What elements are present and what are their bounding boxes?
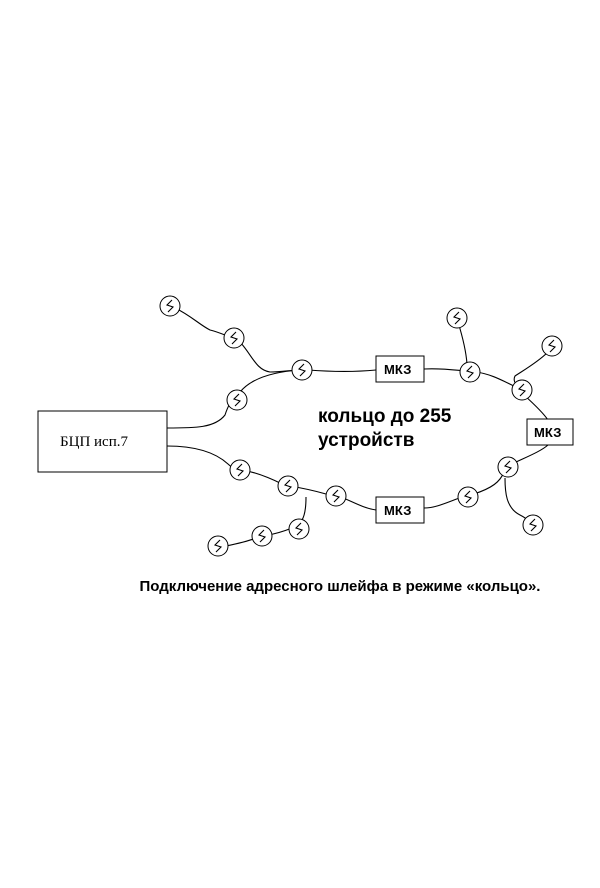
wire-up-to-node: [239, 369, 301, 393]
detector-icon: [251, 525, 273, 547]
wire-bottom-spur3: [225, 537, 257, 547]
wire-to-right-node: [475, 371, 519, 389]
wire-mkz-right-down: [511, 444, 549, 465]
loop-wires: [166, 307, 549, 547]
detector-icon: [207, 535, 229, 557]
wire-bottom-spur: [301, 496, 307, 521]
mkz-top-label: МКЗ: [384, 362, 411, 377]
detector-icon: [457, 486, 479, 508]
detector-icon: [159, 295, 181, 317]
mkz-bottom-label: МКЗ: [384, 503, 411, 518]
wire-right-to-bottom: [473, 471, 505, 495]
detector-icon: [223, 327, 245, 349]
wire-panel-top: [166, 399, 236, 429]
detector-icon: [229, 459, 251, 481]
detectors: [159, 295, 563, 557]
detector-icon: [288, 518, 310, 540]
wire-bottom-to-mkz: [423, 496, 463, 509]
mkz-bottom-box: [375, 496, 425, 524]
detector-icon: [511, 379, 533, 401]
mkz-right-label: МКЗ: [534, 425, 561, 440]
detector-icon: [226, 389, 248, 411]
wire-top-main: [307, 369, 377, 373]
panel-box: [37, 410, 168, 473]
detector-icon: [446, 307, 468, 329]
detector-icon: [541, 335, 563, 357]
detector-icon: [277, 475, 299, 497]
wire-panel-bottom: [166, 445, 241, 471]
figure-caption: Подключение адресного шлейфа в режиме «к…: [139, 578, 541, 595]
mkz-top-box: [375, 355, 425, 383]
mkz-right-box: [526, 418, 574, 446]
detector-icon: [497, 456, 519, 478]
ring-label-line1: кольцо до 255: [318, 406, 452, 427]
detector-icon: [325, 485, 347, 507]
ring-label-line2: устройств: [318, 430, 414, 451]
wire-top-right-spur: [457, 321, 468, 365]
panel-label: БЦП исп.7: [60, 434, 128, 450]
detector-icon: [459, 361, 481, 383]
detector-icon: [291, 359, 313, 381]
wire-top-left-spur2: [239, 341, 301, 373]
detector-icon: [522, 514, 544, 536]
wire-bottom-right-spur: [504, 477, 531, 523]
